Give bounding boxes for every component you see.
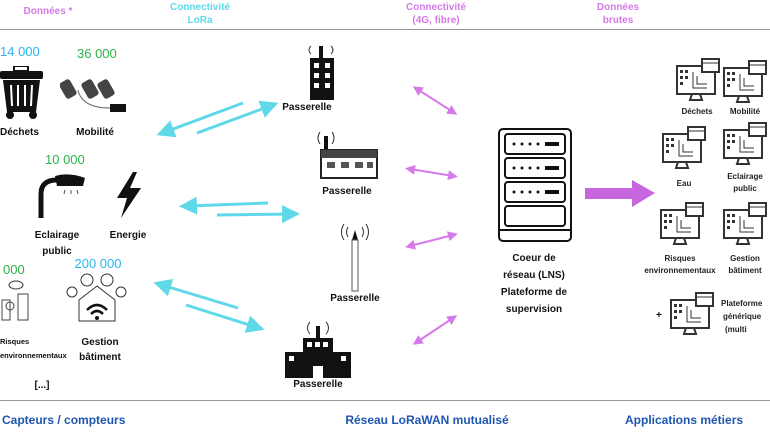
- gateway-label: Passerelle: [282, 102, 332, 113]
- gateway-factory-icon: [317, 131, 378, 179]
- label-risques-2: environnementaux: [0, 351, 67, 360]
- count-eclairage: 10 000: [45, 152, 85, 167]
- trash-bin-icon: [0, 66, 43, 119]
- generic-label-3: (multi: [725, 325, 747, 334]
- lora-arrow: [216, 205, 300, 224]
- header-raw-1: Données: [596, 2, 640, 13]
- count-mobilite: 36 000: [77, 46, 117, 61]
- gateway-label: Passerelle: [293, 379, 343, 390]
- lightning-icon: [117, 172, 141, 218]
- app-label-mobilite: Mobilité: [729, 107, 761, 116]
- gateway-building-icon: [285, 321, 351, 378]
- header-net-1: Connectivité: [405, 2, 467, 13]
- generic-label-2: générique: [723, 312, 762, 321]
- label-dechets: Déchets: [0, 127, 39, 138]
- data-flow-arrow: [585, 180, 655, 207]
- app-monitor-icon: [660, 202, 704, 245]
- footer-sensors: Capteurs / compteurs: [2, 413, 126, 427]
- label-risques-1: Risques: [0, 337, 30, 346]
- more-sensors: [...]: [34, 380, 50, 391]
- label-mobilite: Mobilité: [76, 127, 114, 138]
- app-label-eclairage-1: Eclairage: [727, 172, 763, 181]
- count-risques: 000: [3, 262, 25, 277]
- network-arrow: [405, 231, 458, 250]
- parking-sensor-icon: [60, 79, 126, 112]
- app-label-risques-2: environnementaux: [644, 266, 716, 275]
- count-gestion: 200 000: [74, 256, 122, 271]
- gateway-label: Passerelle: [322, 186, 372, 197]
- app-label-dechets: Déchets: [681, 107, 713, 116]
- top-divider: [0, 29, 770, 30]
- label-gestion-1: Gestion: [81, 337, 119, 348]
- footer-apps: Applications métiers: [625, 413, 744, 427]
- core-line-4: supervision: [505, 304, 563, 315]
- gateway-antenna-icon: [341, 223, 369, 292]
- header-lora-1: Connectivité: [169, 2, 231, 13]
- core-line-2: réseau (LNS): [503, 270, 565, 281]
- app-monitor-icon: [676, 58, 720, 101]
- header-net-2: (4G, fibre): [412, 15, 460, 26]
- header-raw-2: brutes: [602, 15, 634, 26]
- app-monitor-icon: [723, 60, 767, 103]
- header-data: Données *: [23, 6, 73, 17]
- core-line-1: Coeur de: [512, 253, 556, 264]
- lora-arrow: [153, 278, 239, 310]
- app-label-eclairage-2: public: [733, 184, 757, 193]
- generic-platform-monitor-icon: [670, 292, 714, 335]
- network-arrow: [405, 164, 458, 181]
- count-dechets: 14 000: [0, 44, 40, 59]
- app-monitor-icon: [723, 122, 767, 165]
- gateway-label: Passerelle: [330, 293, 380, 304]
- app-monitor-icon: [662, 126, 706, 169]
- environment-factory-icon: [1, 280, 29, 321]
- lora-arrow: [196, 100, 279, 135]
- core-line-3: Plateforme de: [500, 287, 568, 298]
- app-label-eau: Eau: [676, 179, 692, 188]
- network-arrow: [412, 86, 458, 115]
- server-icon: [498, 128, 572, 242]
- label-gestion-2: bâtiment: [79, 352, 121, 363]
- network-arrow: [412, 315, 458, 345]
- label-eclairage-2: public: [42, 246, 72, 257]
- label-energie: Energie: [109, 230, 147, 241]
- lora-arrow: [185, 303, 265, 333]
- generic-label-1: Plateforme: [721, 299, 763, 308]
- app-label-gestion-2: bâtiment: [728, 266, 762, 275]
- app-monitor-icon: [723, 202, 767, 245]
- lora-arrow: [156, 101, 244, 138]
- lora-arrow: [179, 196, 269, 215]
- bottom-divider: [0, 400, 770, 401]
- footer-network: Réseau LoRaWAN mutualisé: [345, 413, 509, 427]
- app-label-gestion-1: Gestion: [730, 254, 760, 263]
- smart-building-icon: [66, 273, 127, 322]
- gateway-tower-icon: [308, 45, 334, 100]
- label-eclairage-1: Eclairage: [34, 230, 80, 241]
- street-lamp-icon: [38, 174, 85, 218]
- app-label-risques-1: Risques: [664, 254, 696, 263]
- plus-sign: +: [656, 310, 662, 321]
- header-lora-2: LoRa: [187, 15, 213, 26]
